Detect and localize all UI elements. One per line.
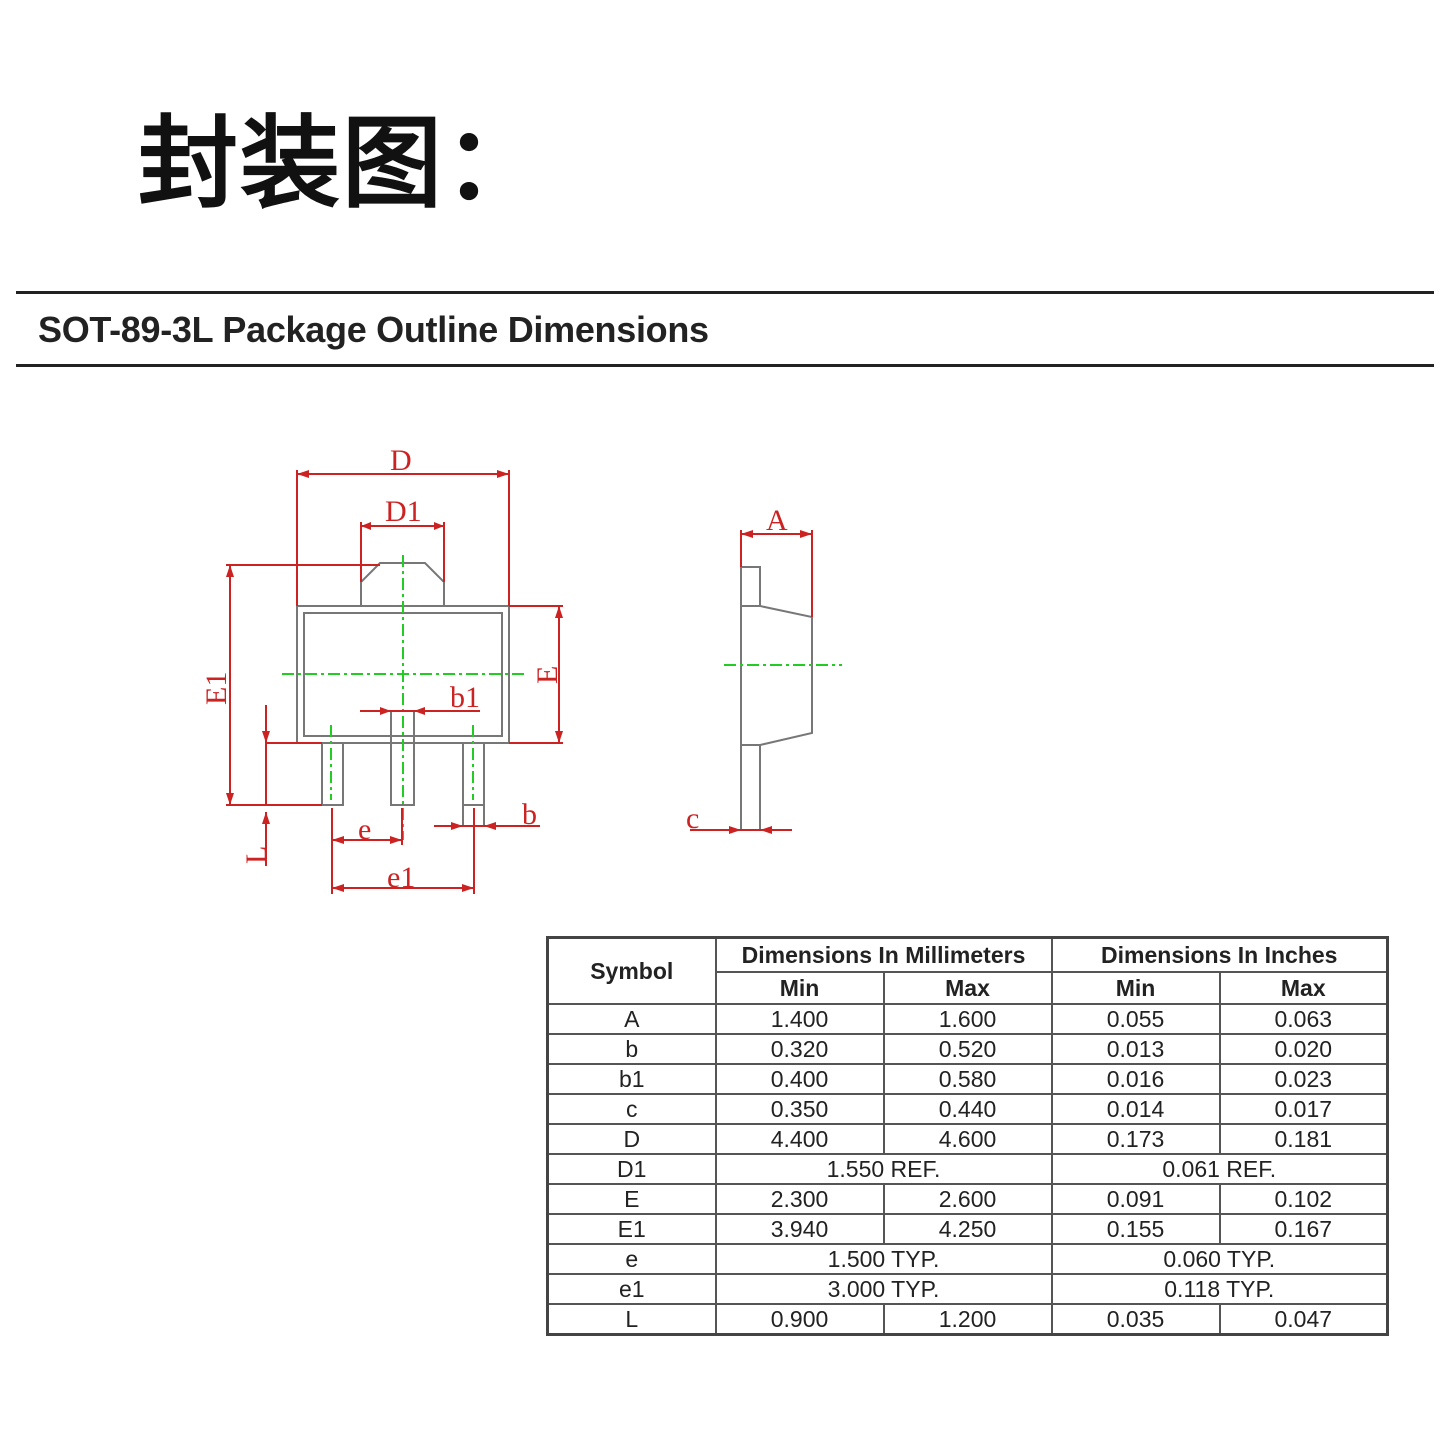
cell-in-max: 0.167 xyxy=(1218,1213,1389,1245)
label-b1: b1 xyxy=(450,681,480,714)
top-view: D D1 E1 E b1 b e e1 L xyxy=(200,444,564,894)
table-row: E1 3.940 4.250 0.155 0.167 xyxy=(546,1213,1389,1245)
cell-mm-min: 0.400 xyxy=(714,1063,885,1095)
cell-symbol: E1 xyxy=(546,1213,717,1245)
cell-in-max: 0.181 xyxy=(1218,1123,1389,1155)
table-row: b1 0.400 0.580 0.016 0.023 xyxy=(546,1063,1389,1095)
cell-symbol: e1 xyxy=(546,1273,717,1305)
header-mm-min: Min xyxy=(714,971,885,1005)
cell-symbol: E xyxy=(546,1183,717,1215)
table-row: A 1.400 1.600 0.055 0.063 xyxy=(546,1003,1389,1035)
table-row: e1 3.000 TYP. 0.118 TYP. xyxy=(546,1273,1389,1305)
cell-in-max: 0.102 xyxy=(1218,1183,1389,1215)
cell-mm-min: 3.940 xyxy=(714,1213,885,1245)
cell-in-ref: 0.061 REF. xyxy=(1050,1153,1389,1185)
cell-symbol: e xyxy=(546,1243,717,1275)
cell-mm-min: 0.900 xyxy=(714,1303,885,1336)
cell-in-max: 0.063 xyxy=(1218,1003,1389,1035)
cell-mm-max: 4.600 xyxy=(882,1123,1053,1155)
lead-left xyxy=(321,742,344,806)
cell-mm-min: 2.300 xyxy=(714,1183,885,1215)
cell-symbol: L xyxy=(546,1303,717,1336)
cell-in-min: 0.035 xyxy=(1050,1303,1221,1336)
cell-mm-ref: 1.550 REF. xyxy=(714,1153,1053,1185)
table-row: c 0.350 0.440 0.014 0.017 xyxy=(546,1093,1389,1125)
cell-in-min: 0.014 xyxy=(1050,1093,1221,1125)
cell-mm-ref: 1.500 TYP. xyxy=(714,1243,1053,1275)
cell-in-min: 0.016 xyxy=(1050,1063,1221,1095)
cell-symbol: D1 xyxy=(546,1153,717,1185)
cell-in-min: 0.013 xyxy=(1050,1033,1221,1065)
table-row: L 0.900 1.200 0.035 0.047 xyxy=(546,1303,1389,1336)
cell-in-ref: 0.060 TYP. xyxy=(1050,1243,1389,1275)
label-e: e xyxy=(358,813,371,846)
package-outline-drawing: D D1 E1 E b1 b e e1 L A c xyxy=(200,444,842,894)
cell-symbol: b xyxy=(546,1033,717,1065)
label-D1: D1 xyxy=(385,495,422,528)
table-row: b 0.320 0.520 0.013 0.020 xyxy=(546,1033,1389,1065)
cell-in-min: 0.173 xyxy=(1050,1123,1221,1155)
divider-bottom xyxy=(16,364,1434,367)
cell-symbol: c xyxy=(546,1093,717,1125)
cell-in-min: 0.055 xyxy=(1050,1003,1221,1035)
header-in-max: Max xyxy=(1218,971,1389,1005)
label-D: D xyxy=(390,444,412,477)
cell-mm-max: 0.580 xyxy=(882,1063,1053,1095)
label-e1: e1 xyxy=(387,861,415,894)
cell-in-max: 0.023 xyxy=(1218,1063,1389,1095)
cell-mm-min: 0.320 xyxy=(714,1033,885,1065)
cell-mm-max: 0.440 xyxy=(882,1093,1053,1125)
side-view: A c xyxy=(686,504,842,835)
cell-mm-ref: 3.000 TYP. xyxy=(714,1273,1053,1305)
cell-mm-max: 1.600 xyxy=(882,1003,1053,1035)
table-row: E 2.300 2.600 0.091 0.102 xyxy=(546,1183,1389,1215)
dimensions-table: Symbol Dimensions In Millimeters Dimensi… xyxy=(546,936,1390,1336)
label-E1: E1 xyxy=(200,672,233,705)
header-symbol: Symbol xyxy=(546,936,717,1005)
page-heading: 封装图： xyxy=(138,105,546,222)
label-E: E xyxy=(531,666,564,684)
side-dimension-arrows xyxy=(729,530,812,834)
divider-top xyxy=(16,291,1434,294)
cell-in-max: 0.020 xyxy=(1218,1033,1389,1065)
cell-in-min: 0.155 xyxy=(1050,1213,1221,1245)
cell-symbol: D xyxy=(546,1123,717,1155)
cell-in-max: 0.017 xyxy=(1218,1093,1389,1125)
dimension-lines xyxy=(226,470,563,894)
label-L: L xyxy=(240,846,273,864)
cell-mm-min: 4.400 xyxy=(714,1123,885,1155)
cell-mm-max: 1.200 xyxy=(882,1303,1053,1336)
cell-in-max: 0.047 xyxy=(1218,1303,1389,1336)
dimension-arrows xyxy=(226,470,563,892)
header-mm: Dimensions In Millimeters xyxy=(714,936,1053,973)
section-title: SOT-89-3L Package Outline Dimensions xyxy=(38,309,709,350)
cell-symbol: b1 xyxy=(546,1063,717,1095)
table-row: e 1.500 TYP. 0.060 TYP. xyxy=(546,1243,1389,1275)
header-mm-max: Max xyxy=(882,971,1053,1005)
cell-in-ref: 0.118 TYP. xyxy=(1050,1273,1389,1305)
cell-mm-min: 0.350 xyxy=(714,1093,885,1125)
side-outline xyxy=(740,566,813,831)
cell-mm-min: 1.400 xyxy=(714,1003,885,1035)
label-c: c xyxy=(686,802,699,835)
label-A: A xyxy=(766,504,788,537)
side-dimension-lines xyxy=(690,530,813,831)
cell-symbol: A xyxy=(546,1003,717,1035)
cell-mm-max: 0.520 xyxy=(882,1033,1053,1065)
center-lines xyxy=(282,555,526,840)
header-inch: Dimensions In Inches xyxy=(1050,936,1389,973)
header-in-min: Min xyxy=(1050,971,1221,1005)
label-b: b xyxy=(522,798,537,831)
cell-mm-max: 4.250 xyxy=(882,1213,1053,1245)
cell-mm-max: 2.600 xyxy=(882,1183,1053,1215)
table-row: D 4.400 4.600 0.173 0.181 xyxy=(546,1123,1389,1155)
cell-in-min: 0.091 xyxy=(1050,1183,1221,1215)
table-row: D1 1.550 REF. 0.061 REF. xyxy=(546,1153,1389,1185)
